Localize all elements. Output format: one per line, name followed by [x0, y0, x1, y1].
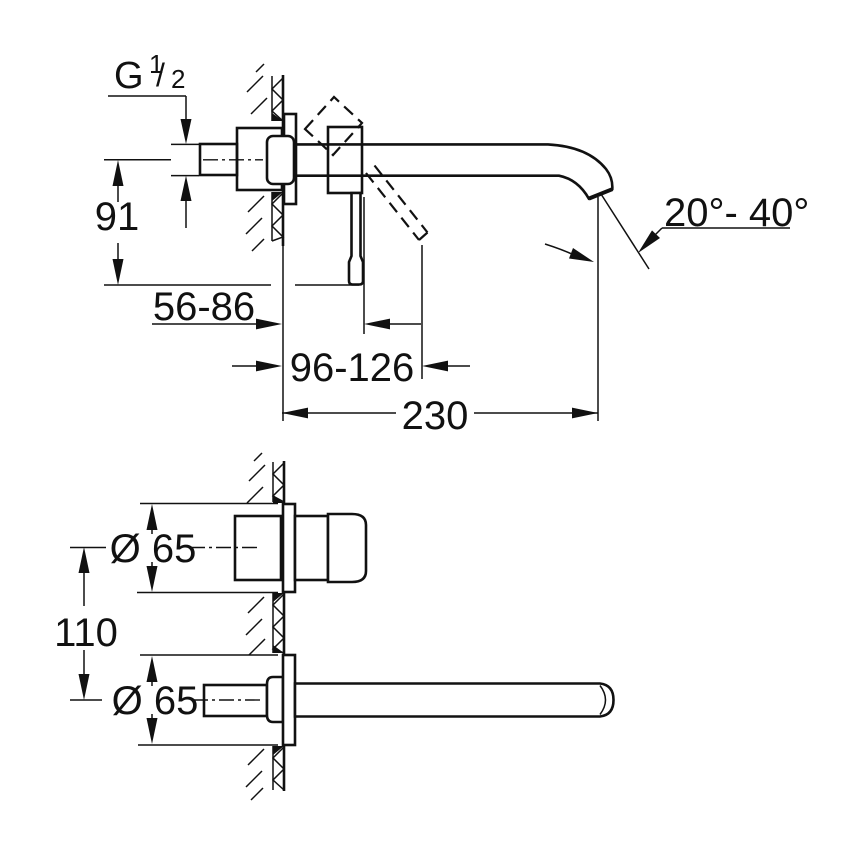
dim-dia-handle-label: Ø 65 [110, 527, 197, 571]
top-view: G 1 / 2 91 56-86 [95, 49, 810, 438]
spout-tube [293, 682, 615, 718]
handle-base [293, 514, 330, 582]
thread-label-num: 1 [149, 49, 163, 79]
spout-wall-flange [281, 653, 297, 747]
dim-56-86-label: 56-86 [153, 285, 255, 329]
handle-wall-flange [281, 502, 297, 594]
dim-dia-handle: Ø 65 [110, 502, 278, 594]
handle-grip [326, 512, 368, 584]
handle-unit [190, 502, 368, 594]
dim-91-label: 91 [95, 195, 140, 239]
dim-110: 110 [54, 546, 118, 701]
dim-96-126: 96-126 [232, 245, 470, 390]
spout-socket [265, 675, 285, 724]
dim-230-label: 230 [402, 394, 469, 438]
spout-unit [193, 653, 615, 747]
dim-230: 230 [282, 197, 599, 438]
wall-section-bottom [245, 452, 286, 801]
spout-tube-end-arc [599, 685, 607, 715]
spout-mouth [588, 187, 614, 201]
handle-rough-in-box [233, 514, 283, 582]
thread-label-slash: / [156, 57, 165, 93]
angle-label: 20°- 40° [664, 191, 809, 235]
dim-thread: G 1 / 2 [108, 49, 199, 228]
lever-handle [347, 191, 365, 286]
handle-alt-position [303, 95, 429, 241]
dim-91: 91 [95, 159, 359, 286]
dim-dia-spout-label: Ø 65 [112, 679, 199, 723]
angle-annotation: 20°- 40° [544, 191, 809, 270]
cartridge-hub [265, 134, 296, 186]
wall-section-top [245, 63, 285, 421]
handle [326, 125, 365, 286]
thread-label-den: 2 [171, 64, 185, 94]
dim-56-86: 56-86 [152, 197, 421, 334]
dim-96-126-label: 96-126 [290, 346, 415, 390]
spout [294, 143, 614, 201]
rough-in-body [198, 112, 298, 206]
dim-dia-spout: Ø 65 [112, 654, 278, 746]
handle-block [326, 125, 364, 195]
dim-110-label: 110 [54, 611, 118, 655]
thread-label-g: G [114, 55, 144, 97]
bottom-view: Ø 65 Ø 65 110 [54, 452, 615, 801]
